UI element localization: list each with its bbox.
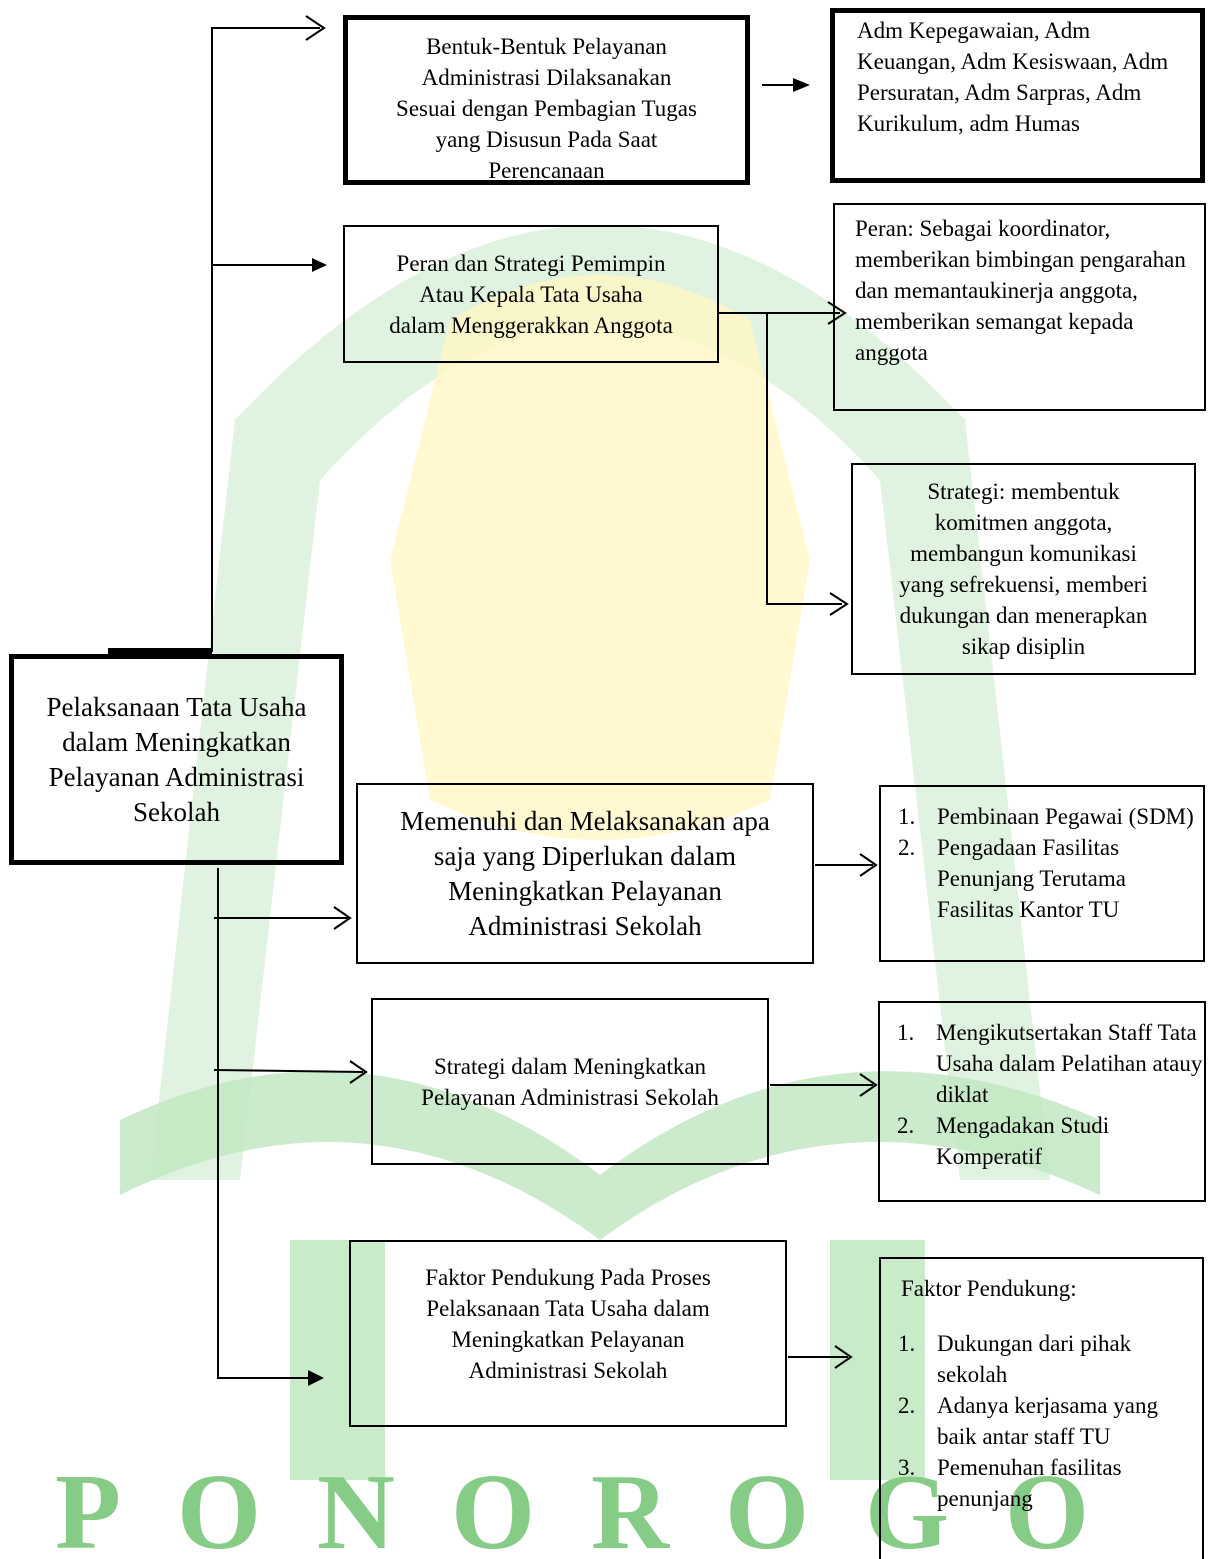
branch3-label: Memenuhi dan Melaksanakan apa saja yang … (400, 805, 770, 941)
arrowhead-branch4 (349, 1060, 368, 1084)
arrowhead-branch1 (305, 15, 326, 41)
arrowhead-strategi (829, 592, 849, 616)
list-item: Pengadaan Fasilitas Penunjang Terutama F… (921, 832, 1203, 925)
list-item: Pemenuhan fasilitas penunjang (921, 1452, 1202, 1514)
connector-branch4 (213, 1069, 364, 1073)
branch2-node: Peran dan Strategi Pemimpin Atau Kepala … (343, 225, 719, 363)
branch5-node: Faktor Pendukung Pada Proses Pelaksanaan… (349, 1240, 787, 1427)
branch1-detail-text: Adm Kepegawaian, Adm Keuangan, Adm Kesis… (857, 18, 1169, 136)
branch4-node: Strategi dalam Meningkatkan Pelayanan Ad… (371, 998, 769, 1165)
branch2-strategi-box: Strategi: membentuk komitmen anggota, me… (851, 463, 1196, 675)
branch1-label: Bentuk-Bentuk Pelayanan Administrasi Dil… (396, 34, 697, 181)
branch2-peran-box: Peran: Sebagai koordinator, memberikan b… (833, 203, 1206, 411)
branch4-detail-box: Mengikutsertakan Staff Tata Usaha dalam … (878, 1001, 1206, 1202)
list-item: Pembinaan Pegawai (SDM) (921, 801, 1203, 832)
arrowhead-branch3-detail (859, 853, 878, 877)
arrowhead-branch5-detail (834, 1345, 853, 1369)
list-item: Adanya kerjasama yang baik antar staff T… (921, 1390, 1202, 1452)
arrowhead-branch5 (308, 1370, 324, 1386)
branch3-detail-box: Pembinaan Pegawai (SDM) Pengadaan Fasili… (879, 785, 1205, 962)
list-item: Mengadakan Studi Komperatif (920, 1110, 1204, 1172)
watermark-ornament (390, 275, 810, 840)
arrowhead-branch3 (333, 906, 352, 930)
watermark-pillar-left (290, 1240, 385, 1480)
arrowhead-branch2 (312, 258, 327, 272)
root-node-label: Pelaksanaan Tata Usaha dalam Meningkatka… (46, 691, 307, 827)
branch1-detail-box: Adm Kepegawaian, Adm Keuangan, Adm Kesis… (830, 8, 1205, 183)
branch2-label: Peran dan Strategi Pemimpin Atau Kepala … (389, 250, 673, 338)
branch5-detail-list: Dukungan dari pihak sekolah Adanya kerja… (881, 1328, 1202, 1514)
branch5-label: Faktor Pendukung Pada Proses Pelaksanaan… (425, 1265, 711, 1383)
branch3-detail-list: Pembinaan Pegawai (SDM) Pengadaan Fasili… (881, 801, 1203, 925)
watermark-text: PONOROGO (55, 1453, 1145, 1559)
connector-root-down (217, 868, 310, 1379)
root-top-tab (108, 648, 212, 654)
branch2-peran-text: Peran: Sebagai koordinator, memberikan b… (855, 216, 1186, 365)
connector-root-up (211, 27, 320, 652)
branch4-detail-list: Mengikutsertakan Staff Tata Usaha dalam … (880, 1017, 1204, 1172)
root-node: Pelaksanaan Tata Usaha dalam Meningkatka… (9, 654, 344, 865)
branch4-label: Strategi dalam Meningkatkan Pelayanan Ad… (421, 1053, 719, 1110)
list-item: Dukungan dari pihak sekolah (921, 1328, 1202, 1390)
branch2-strategi-text: Strategi: membentuk komitmen anggota, me… (899, 479, 1148, 659)
connector-branch2-strategi (766, 313, 842, 605)
list-item: Mengikutsertakan Staff Tata Usaha dalam … (920, 1017, 1204, 1110)
branch5-detail-heading: Faktor Pendukung: (901, 1276, 1077, 1301)
arrowhead-branch1-detail (793, 78, 810, 92)
branch1-node: Bentuk-Bentuk Pelayanan Administrasi Dil… (343, 15, 750, 185)
branch5-detail-box: Faktor Pendukung: Dukungan dari pihak se… (879, 1257, 1204, 1559)
arrowhead-branch4-detail (859, 1073, 878, 1097)
watermark-book (120, 1071, 1100, 1240)
branch3-node: Memenuhi dan Melaksanakan apa saja yang … (356, 783, 814, 964)
